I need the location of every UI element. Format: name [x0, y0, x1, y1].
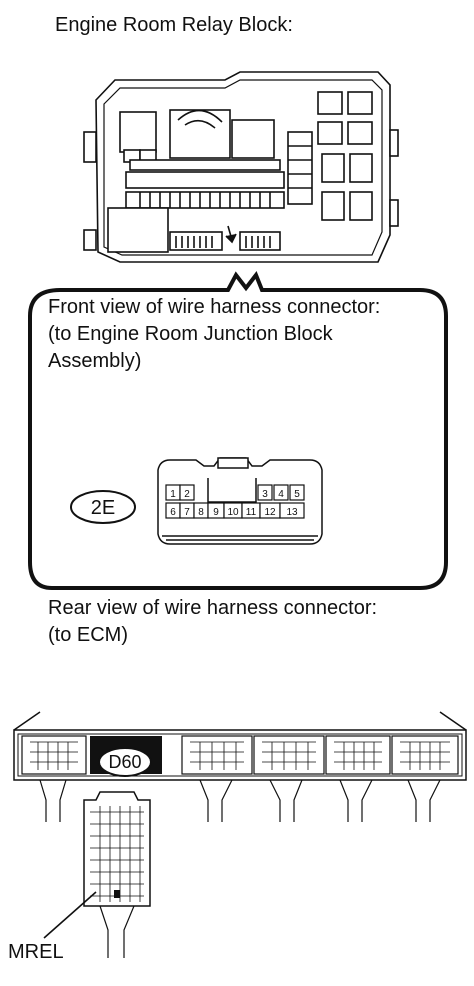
mrel-leader-line: [43, 891, 97, 939]
pin-cell: [289, 484, 305, 501]
d60-connector-detached: [83, 791, 151, 958]
front-view-caption-line2: (to Engine Room Junction Block: [48, 323, 334, 345]
rear-view-caption-line2: (to ECM): [48, 624, 128, 646]
front-view-caption-line1: Front view of wire harness connector:: [48, 296, 380, 318]
pin-label: 3: [262, 489, 268, 500]
ecm-connector-blocks: [21, 735, 459, 775]
pin-label: 4: [278, 489, 284, 500]
d60-slot: [90, 736, 162, 777]
pin-cell: [273, 484, 289, 501]
mrel-label: MREL: [8, 941, 64, 963]
pin-label: 6: [170, 507, 176, 518]
relay-block-title: Engine Room Relay Block:: [55, 14, 293, 36]
connector-code-d60: D60: [108, 752, 141, 772]
pin-cell: [257, 484, 273, 501]
pin-label: 9: [213, 507, 219, 518]
rear-view-caption-line1: Rear view of wire harness connector:: [48, 597, 377, 619]
pin-label: 12: [264, 507, 276, 518]
front-view-caption-line3: Assembly): [48, 350, 141, 372]
pin-label: 1: [170, 489, 176, 500]
pin-label: 2: [184, 489, 190, 500]
pin-label: 11: [246, 507, 257, 518]
connector-2e: [157, 457, 323, 545]
pin-label: 8: [198, 507, 204, 518]
wire-bundles: [39, 779, 441, 822]
pin-cell: [179, 484, 195, 501]
pin-label: 10: [227, 507, 239, 518]
pin-label: 7: [184, 507, 190, 518]
connector-code-2e: 2E: [91, 497, 115, 519]
pin-cell: [279, 502, 305, 519]
pin-label: 5: [294, 489, 300, 500]
callout-arrow: [225, 225, 237, 244]
pin-row-bottom: 6 7 8 9 10 11 12 13: [165, 502, 305, 519]
relay-block: [83, 71, 399, 263]
pin-row-top: 1 2 3 4 5: [165, 484, 305, 501]
pin-label: 13: [286, 507, 298, 518]
connector-code-oval: [70, 490, 136, 524]
